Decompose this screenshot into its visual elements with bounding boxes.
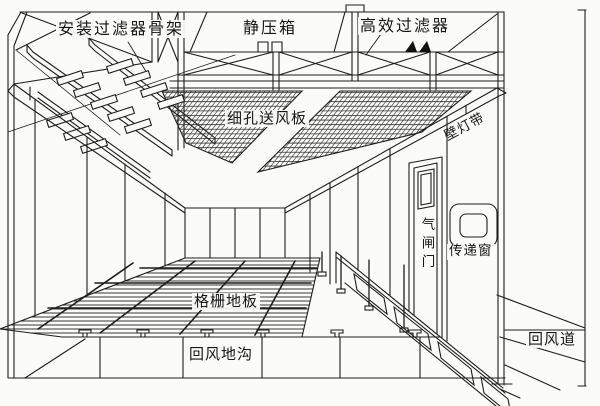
label-filter-frame: 安装过滤器骨架 (56, 19, 187, 39)
trench-openings-railing (335, 251, 521, 406)
floor-pedestals (317, 251, 409, 333)
transfer-window-shape (449, 203, 498, 248)
filter-bracket-icon (257, 41, 283, 53)
label-perforated-panel: 细孔送风板 (225, 109, 310, 128)
label-return-duct: 回风道 (526, 330, 579, 349)
label-return-trench: 回风地沟 (187, 345, 256, 364)
back-wall (184, 207, 286, 259)
label-grille-floor: 格栅地板 (192, 292, 261, 311)
label-air-lock-door: 气闸门 (418, 217, 435, 273)
right-wall (284, 87, 513, 386)
label-hepa-filter: 高效过滤器 (358, 16, 453, 36)
border-frame (7, 9, 587, 387)
air-lock-door (408, 156, 443, 339)
left-wall (7, 83, 186, 317)
hepa-clamps-icon (405, 41, 431, 52)
return-duct (496, 294, 586, 391)
label-plenum: 静压箱 (241, 18, 300, 38)
label-transfer-window: 传递窗 (447, 243, 495, 260)
grille-floor-shape (0, 257, 321, 338)
door-window (417, 168, 435, 210)
